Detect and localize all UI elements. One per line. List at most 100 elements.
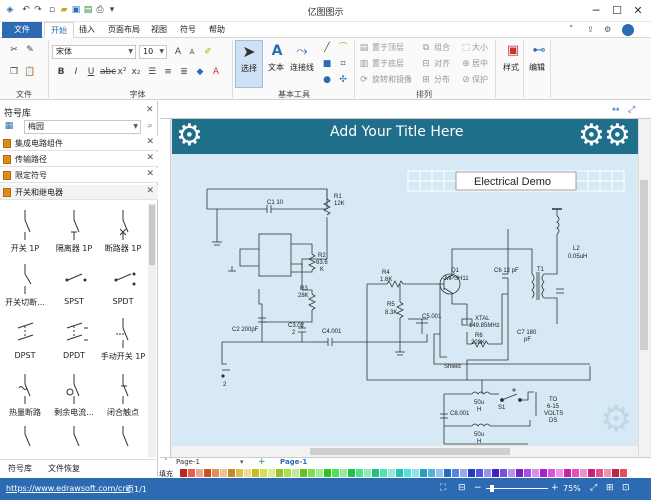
library-category-qualifier[interactable]: 限定符号✕ [0,168,158,183]
text-tool-button[interactable]: A 文本 [264,40,288,88]
fit-width-icon[interactable]: ⊟ [458,483,466,493]
shape-partial-2[interactable] [49,420,99,450]
shrink-font-icon[interactable]: A [189,48,195,56]
zoom-slider-thumb[interactable] [490,485,494,492]
page-nav-up-icon[interactable]: ˄ [164,458,168,466]
bring-front-label[interactable]: 置于顶层 [372,43,404,52]
shape-isolator-1p[interactable]: 隔离器 1P [49,204,99,256]
color-swatch[interactable] [548,469,555,477]
color-swatch[interactable] [388,469,395,477]
add-page-button[interactable]: + [258,457,266,467]
fullscreen-icon[interactable]: ⛶ [440,483,447,493]
color-swatch[interactable] [484,469,491,477]
color-swatch[interactable] [292,469,299,477]
color-swatch[interactable] [196,469,203,477]
center-label[interactable]: 居中 [472,59,488,68]
layout-icon[interactable]: ⊡ [622,483,630,493]
color-swatch[interactable] [588,469,595,477]
size-label[interactable]: 大小 [472,43,488,52]
close-icon[interactable]: ✕ [146,169,154,179]
redo-icon[interactable]: ↷ [34,5,42,15]
search-icon[interactable]: ⌕ [147,121,153,131]
arc-icon[interactable]: ⌒ [338,43,348,53]
color-swatch[interactable] [436,469,443,477]
protect-label[interactable]: 保护 [472,75,488,84]
color-swatch[interactable] [572,469,579,477]
color-swatch[interactable] [500,469,507,477]
ellipse-icon[interactable]: ● [323,75,331,85]
color-swatch[interactable] [364,469,371,477]
shape-breaker-1p[interactable]: 断路器 1P [98,204,148,256]
export-icon[interactable]: ▤ [83,5,93,15]
color-swatch[interactable] [516,469,523,477]
close-icon[interactable]: ✕ [146,153,154,163]
underline-icon[interactable]: U [87,67,95,77]
color-swatch[interactable] [252,469,259,477]
library-scrollbar[interactable] [148,203,156,457]
color-swatch[interactable] [220,469,227,477]
zoom-slider[interactable] [486,488,548,489]
tab-insert[interactable]: 插入 [79,25,95,34]
color-swatch[interactable] [188,469,195,477]
select-tool-button[interactable]: ➤ 选择 [235,40,263,88]
paint-bucket-icon[interactable]: ◆ [196,67,204,77]
color-swatch[interactable] [348,469,355,477]
close-icon[interactable]: ✕ [633,4,643,17]
color-swatch[interactable] [540,469,547,477]
color-swatch[interactable] [532,469,539,477]
fit-page-icon[interactable]: ⤢ [628,105,636,115]
format-painter-icon[interactable]: ✎ [26,45,34,55]
color-swatch[interactable] [332,469,339,477]
nav-arrows-icon[interactable]: ↔ [612,105,620,115]
color-swatch[interactable] [340,469,347,477]
shape-spst[interactable]: SPST [49,258,99,310]
copy-icon[interactable]: ❐ [9,67,19,77]
color-swatch[interactable] [404,469,411,477]
color-swatch[interactable] [308,469,315,477]
color-swatch[interactable] [556,469,563,477]
zoom-level[interactable]: 75% [563,484,581,493]
page-tab-1[interactable]: Page-1 [176,458,200,466]
group-label[interactable]: 组合 [434,43,450,52]
shape-closed-contact[interactable]: 闭合触点 [98,368,148,420]
color-swatch[interactable] [508,469,515,477]
color-swatch[interactable] [620,469,627,477]
line-icon[interactable]: ╱ [324,43,330,53]
subscript-icon[interactable]: x₂ [131,67,141,77]
paste-icon[interactable]: 📋 [24,67,36,77]
send-back-label[interactable]: 置于底层 [372,59,404,68]
numbering-icon[interactable]: ≡ [164,67,172,77]
superscript-icon[interactable]: x² [117,67,127,77]
color-swatch[interactable] [316,469,323,477]
shape-partial-1[interactable] [0,420,50,450]
color-swatch[interactable] [276,469,283,477]
shape-spdt[interactable]: SPDT [98,258,148,310]
window-mode-icon[interactable]: ⊞ [606,483,614,493]
distribute-label[interactable]: 分布 [434,75,450,84]
color-swatch[interactable] [460,469,467,477]
shape-disconnect[interactable]: 开关切断... [0,258,50,310]
point-icon[interactable]: ✣ [339,75,347,85]
color-swatch[interactable] [524,469,531,477]
color-swatch[interactable] [300,469,307,477]
color-swatch[interactable] [396,469,403,477]
canvas-hscroll-thumb[interactable] [310,448,510,455]
crop-icon[interactable]: ⌗ [340,59,346,69]
italic-icon[interactable]: I [74,67,78,77]
close-icon[interactable]: ✕ [146,186,154,196]
fit-page-icon[interactable]: ⤢ [590,483,598,493]
settings-icon[interactable]: ⚙ [604,25,612,34]
color-swatch[interactable] [268,469,275,477]
color-swatch[interactable] [284,469,291,477]
circuit-diagram[interactable]: Electrical Demo R1 12K C1 10 R2 63.6 K R… [172,154,638,446]
bold-icon[interactable]: B [57,67,65,77]
minimize-ribbon-icon[interactable]: ˄ [569,25,574,35]
tab-help[interactable]: 帮助 [209,25,225,34]
chevron-down-icon[interactable]: ▾ [240,458,244,466]
connector-tool-button[interactable]: ⤳ 连接线 [288,40,316,88]
color-swatch[interactable] [596,469,603,477]
color-swatch[interactable] [180,469,187,477]
tab-home[interactable]: 开始 [44,22,74,38]
align-text-icon[interactable]: ≣ [180,67,188,77]
shape-switch-1p[interactable]: 开关 1P [0,204,50,256]
